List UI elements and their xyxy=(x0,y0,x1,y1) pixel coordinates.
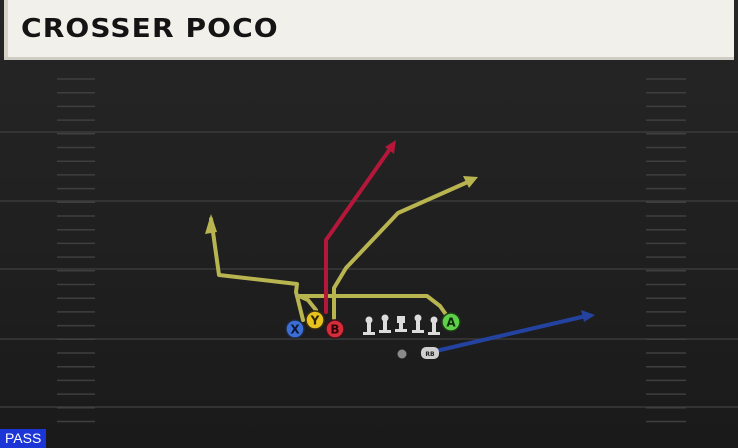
y-route xyxy=(297,294,449,318)
hash-marks xyxy=(57,78,686,423)
rb-player[interactable]: RB xyxy=(421,347,439,359)
red-route-arrow xyxy=(385,140,396,154)
x-route-arrow xyxy=(205,214,217,234)
a-receiver[interactable]: A xyxy=(441,312,461,332)
y-button-icon xyxy=(305,310,325,330)
b-corner-route xyxy=(332,179,472,320)
y-receiver[interactable]: Y xyxy=(305,310,325,330)
lineman-icon xyxy=(363,316,375,335)
rb-route xyxy=(434,314,588,353)
a-button-label: A xyxy=(446,316,456,330)
lineman-icon xyxy=(428,316,440,335)
b-receiver[interactable]: B xyxy=(325,319,345,339)
lineman-icon xyxy=(412,314,424,333)
center-icon xyxy=(395,316,407,332)
x-receiver[interactable]: X xyxy=(285,319,305,339)
x-button-label: X xyxy=(290,323,300,337)
yard-lines xyxy=(0,131,738,408)
b-button-label: B xyxy=(330,323,339,337)
play-title-bar: CROSSER POCO xyxy=(4,0,734,60)
rb-route-arrow xyxy=(581,310,595,322)
rb-label: RB xyxy=(425,351,435,358)
a-button-icon xyxy=(441,312,461,332)
red-route xyxy=(324,147,392,314)
offensive-line xyxy=(363,314,440,335)
x-button-icon xyxy=(285,319,305,339)
b-corner-route-arrow xyxy=(463,176,478,188)
lineman-icon xyxy=(379,314,391,333)
play-type-badge: PASS xyxy=(0,429,47,448)
play-title: CROSSER POCO xyxy=(21,14,279,44)
qb-dot-icon xyxy=(397,349,407,359)
y-button-label: Y xyxy=(310,314,320,328)
b-button-icon xyxy=(325,319,345,339)
rb-icon xyxy=(421,347,439,359)
